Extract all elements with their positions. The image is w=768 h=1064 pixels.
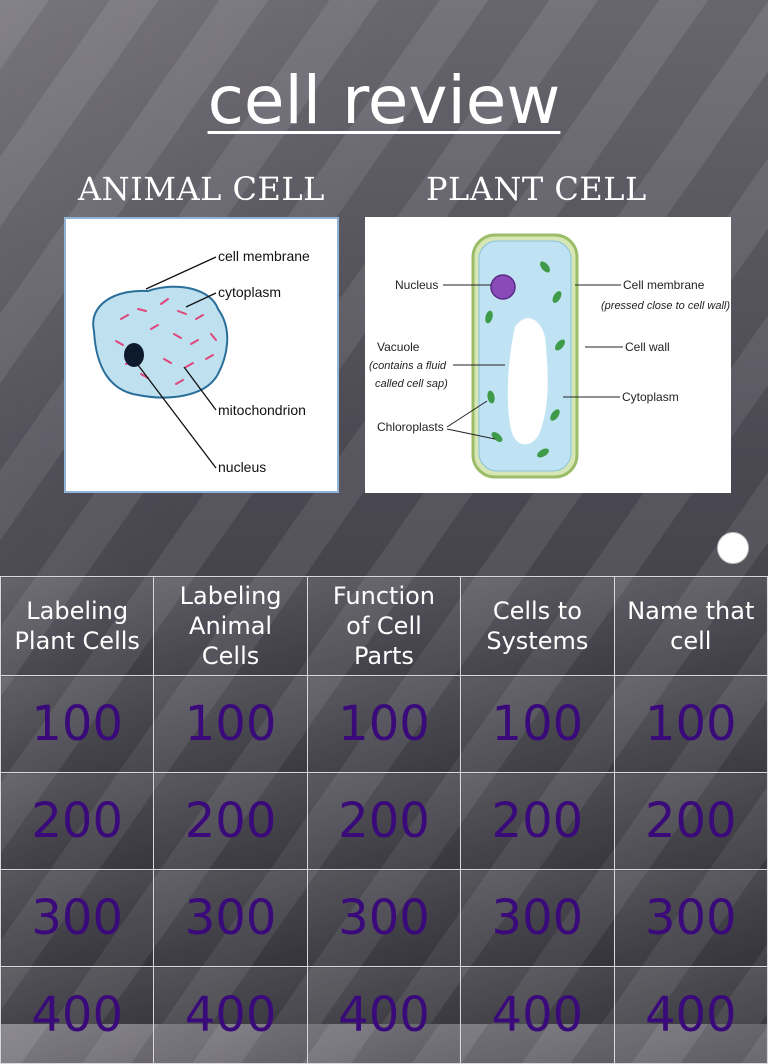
- animal-cell-diagram: cell membrane cytoplasm mitochondrion nu…: [64, 217, 339, 493]
- label-cytoplasm: cytoplasm: [218, 284, 281, 300]
- value-row-300: 300 300 300 300 300: [0, 869, 768, 967]
- question-cell[interactable]: 100: [613, 675, 768, 773]
- animal-cell-illustration: cell membrane cytoplasm mitochondrion nu…: [92, 248, 310, 475]
- question-cell[interactable]: 300: [0, 869, 155, 967]
- question-cell[interactable]: 300: [306, 869, 462, 967]
- question-cell[interactable]: 200: [460, 772, 615, 870]
- question-cell[interactable]: 400: [460, 966, 615, 1064]
- question-cell[interactable]: 200: [0, 772, 155, 870]
- question-cell[interactable]: 400: [613, 966, 768, 1064]
- value-row-200: 200 200 200 200 200: [0, 772, 768, 870]
- question-cell[interactable]: 300: [153, 869, 308, 967]
- question-cell[interactable]: 100: [306, 675, 462, 773]
- category-cells-to-systems: Cells to Systems: [460, 576, 615, 676]
- jeopardy-board: Labeling Plant Cells Labeling Animal Cel…: [0, 576, 768, 1064]
- plant-cell-heading: PLANT CELL: [426, 170, 647, 208]
- question-cell[interactable]: 100: [460, 675, 615, 773]
- question-cell[interactable]: 200: [153, 772, 308, 870]
- label-mitochondrion: mitochondrion: [218, 402, 306, 418]
- label-membrane-note: (pressed close to cell wall): [601, 300, 730, 312]
- label-chloroplasts: Chloroplasts: [377, 420, 444, 434]
- plant-cell-diagram: Nucleus Vacuole (contains a fluid called…: [365, 217, 731, 493]
- question-cell[interactable]: 400: [306, 966, 462, 1064]
- value-row-100: 100 100 100 100 100: [0, 675, 768, 773]
- question-cell[interactable]: 200: [613, 772, 768, 870]
- question-cell[interactable]: 400: [153, 966, 308, 1064]
- category-labeling-plant-cells: Labeling Plant Cells: [0, 576, 155, 676]
- question-cell[interactable]: 100: [0, 675, 155, 773]
- label-vacuole: Vacuole: [377, 340, 420, 354]
- label-vacuole-note-1: (contains a fluid: [369, 360, 447, 372]
- category-function-of-cell-parts: Function of Cell Parts: [306, 576, 462, 676]
- question-cell[interactable]: 300: [460, 869, 615, 967]
- animal-cell-heading: ANIMAL CELL: [78, 170, 325, 208]
- question-cell[interactable]: 200: [306, 772, 462, 870]
- label-nucleus: nucleus: [218, 459, 266, 475]
- page-title: cell review: [207, 62, 561, 139]
- label-plant-cell-membrane: Cell membrane: [623, 278, 705, 292]
- question-cell[interactable]: 100: [153, 675, 308, 773]
- plant-cell-illustration: Nucleus Vacuole (contains a fluid called…: [369, 233, 730, 479]
- label-vacuole-note-2: called cell sap): [375, 378, 448, 390]
- question-cell[interactable]: 300: [613, 869, 768, 967]
- label-cell-membrane: cell membrane: [218, 248, 310, 264]
- question-cell[interactable]: 400: [0, 966, 155, 1064]
- value-row-400: 400 400 400 400 400: [0, 966, 768, 1064]
- category-row: Labeling Plant Cells Labeling Animal Cel…: [0, 576, 768, 676]
- next-button[interactable]: [717, 532, 749, 564]
- label-cell-wall: Cell wall: [625, 340, 670, 354]
- category-name-that-cell: Name that cell: [613, 576, 768, 676]
- label-plant-cytoplasm: Cytoplasm: [622, 390, 679, 404]
- label-plant-nucleus: Nucleus: [395, 278, 438, 292]
- category-labeling-animal-cells: Labeling Animal Cells: [153, 576, 308, 676]
